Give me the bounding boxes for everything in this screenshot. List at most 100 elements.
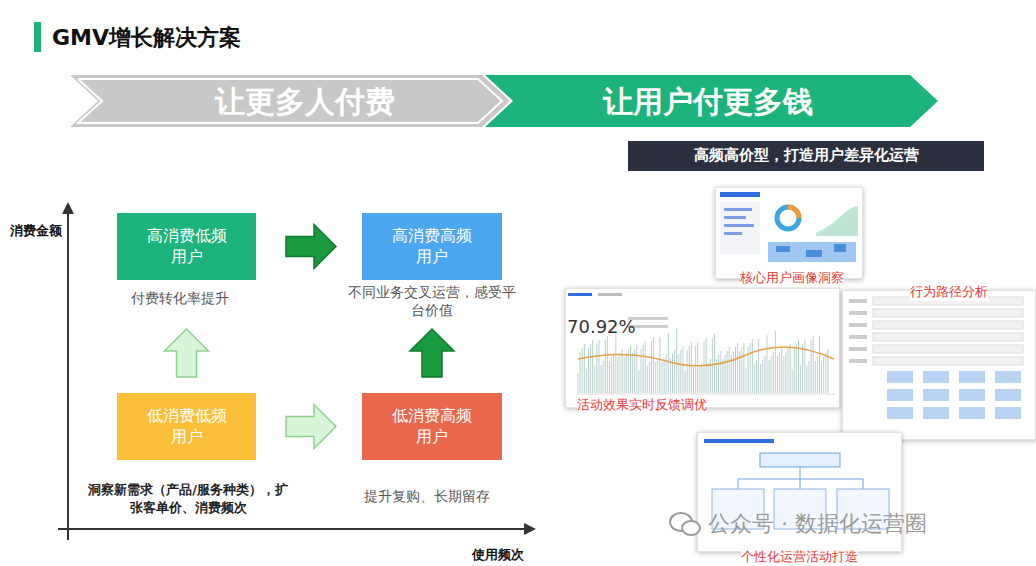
chart-bar: [764, 356, 765, 393]
chart-bar: [708, 363, 709, 393]
node-text: 高消费高频 用户: [390, 226, 473, 268]
chart-bar: [783, 356, 784, 393]
node-text: 让用户付更多钱: [603, 82, 813, 121]
chart-bar: [653, 337, 654, 393]
chart-bar: [802, 344, 803, 393]
chart-bar: [806, 365, 807, 393]
path-block: [887, 407, 913, 419]
path-block: [923, 389, 949, 401]
chart-bar: [678, 354, 679, 393]
chart-bar: [720, 351, 721, 393]
chart-bar: [605, 340, 606, 393]
chart-bar: [825, 353, 826, 393]
chart-bar: [613, 353, 614, 393]
chart-bar: [670, 358, 671, 393]
path-mock: [843, 291, 1035, 439]
chart-bar: [746, 368, 747, 393]
chart-bar: [819, 336, 820, 393]
chart-bar: [617, 357, 618, 393]
node-text: 高消费低频 用户: [145, 226, 228, 268]
chart-mock: [566, 289, 839, 407]
chart-bar: [821, 361, 822, 393]
watermark: 公众号 · 数据化运营圈: [708, 509, 927, 539]
chart-bar: [609, 361, 610, 393]
chart-line: [578, 347, 834, 366]
path-block: [995, 371, 1021, 383]
chart-bar: [804, 340, 805, 393]
chart-bar: [809, 361, 810, 393]
quadrant-box: 低消费高频 用户: [362, 393, 502, 460]
chart-bar: [727, 351, 728, 393]
chart-bar: [628, 349, 629, 393]
axis-label: 使用频次: [472, 546, 524, 564]
screenshot-caption: 核心用户画像洞察: [740, 269, 844, 287]
chart-bar: [743, 343, 744, 393]
screenshot-panel: [842, 290, 1036, 440]
path-block: [887, 371, 913, 383]
chart-bar: [695, 346, 696, 393]
chart-bar: [752, 339, 753, 393]
list-row: [873, 345, 1023, 353]
list-row: [849, 299, 867, 303]
screenshot-panel: [715, 187, 863, 279]
chart-bar: [586, 369, 587, 393]
caption: 洞察新需求（产品/服务种类），扩张客单价、消费频次: [88, 481, 288, 516]
chart-bar: [729, 347, 730, 393]
dashboard-mock: [716, 188, 862, 278]
list-row: [873, 357, 1023, 365]
screenshot-caption: 活动效果实时反馈调优: [577, 396, 707, 414]
chart-bar: [620, 353, 621, 393]
chart-bar: [762, 360, 763, 393]
path-block: [995, 389, 1021, 401]
chart-bar: [582, 348, 583, 393]
chart-bar: [775, 331, 776, 393]
chart-bar: [718, 355, 719, 393]
chevron-inner: [78, 79, 502, 123]
chart-bar: [725, 355, 726, 393]
block-arrow: [165, 329, 209, 377]
screenshot-caption: 个性化运营活动打造: [741, 548, 858, 566]
chart-bar: [722, 359, 723, 393]
chart-bar: [771, 356, 772, 393]
chart-bar: [666, 354, 667, 393]
chart-bar: [699, 367, 700, 393]
chart-bar: [638, 370, 639, 393]
chart-bar: [651, 341, 652, 393]
chart-bar: [594, 365, 595, 393]
path-block: [887, 389, 913, 401]
chart-bar: [624, 357, 625, 393]
chart-bar: [674, 350, 675, 393]
screenshot-panel: [565, 288, 840, 408]
chart-bar: [823, 357, 824, 393]
chart-bar: [596, 344, 597, 393]
node-text: 高频高价型，打造用户差异化运营: [694, 146, 919, 166]
chart-bar: [714, 334, 715, 393]
chart-bar: [785, 352, 786, 393]
chart-bar: [603, 361, 604, 393]
chart-bar: [733, 351, 734, 393]
chart-bar: [773, 352, 774, 393]
chart-bar: [760, 364, 761, 393]
chart-bar: [701, 363, 702, 393]
metric-value: 70.92%: [567, 316, 636, 337]
chart-bar: [811, 340, 812, 393]
chart-bar: [756, 360, 757, 393]
path-block: [923, 371, 949, 383]
chart-bar: [788, 348, 789, 393]
chart-bar: [817, 357, 818, 393]
chart-bar: [649, 362, 650, 393]
chart-bar: [767, 335, 768, 393]
chart-bar: [657, 358, 658, 393]
list-row: [873, 333, 1023, 341]
quadrant-box: 高消费低频 用户: [117, 213, 256, 280]
block-arrow: [286, 225, 336, 269]
chart-bar: [647, 366, 648, 393]
chart-bar: [735, 347, 736, 393]
chart-bar: [622, 349, 623, 393]
chart-bar: [737, 343, 738, 393]
chart-bar: [777, 356, 778, 393]
chart-bar: [769, 360, 770, 393]
list-row: [873, 309, 1023, 317]
node-text: 低消费高频 用户: [390, 406, 473, 448]
chart-bar: [584, 344, 585, 393]
